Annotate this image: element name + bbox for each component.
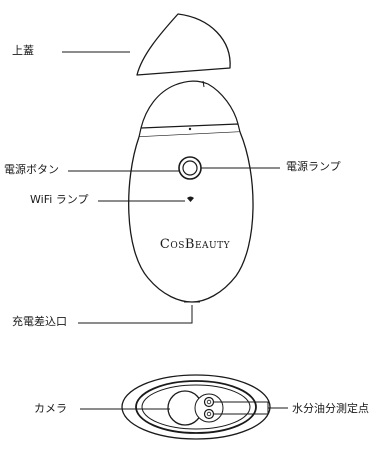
sensor-upper-inner bbox=[206, 399, 212, 405]
band-dot bbox=[188, 127, 192, 131]
sensor-lower-inner bbox=[206, 411, 212, 417]
label-sensors: 水分油分測定点 bbox=[292, 402, 369, 415]
label-wifi-lamp: WiFi ランプ bbox=[30, 193, 89, 206]
label-power-button: 電源ボタン bbox=[4, 163, 59, 176]
leader-sensors bbox=[214, 401, 288, 415]
brand-logo: COSBEAUTY bbox=[159, 237, 231, 252]
sensor-ring bbox=[194, 393, 224, 423]
label-charging-port: 充電差込口 bbox=[12, 315, 67, 328]
wifi-icon bbox=[187, 196, 194, 202]
label-camera: カメラ bbox=[34, 402, 67, 415]
device-top-dome bbox=[140, 80, 239, 129]
label-cap: 上蓋 bbox=[12, 44, 34, 57]
leader-charging bbox=[78, 305, 193, 324]
power-button-inner bbox=[182, 160, 198, 176]
label-power-lamp: 電源ランプ bbox=[286, 160, 341, 173]
cap-shape bbox=[136, 13, 231, 76]
top-notch bbox=[202, 80, 205, 88]
